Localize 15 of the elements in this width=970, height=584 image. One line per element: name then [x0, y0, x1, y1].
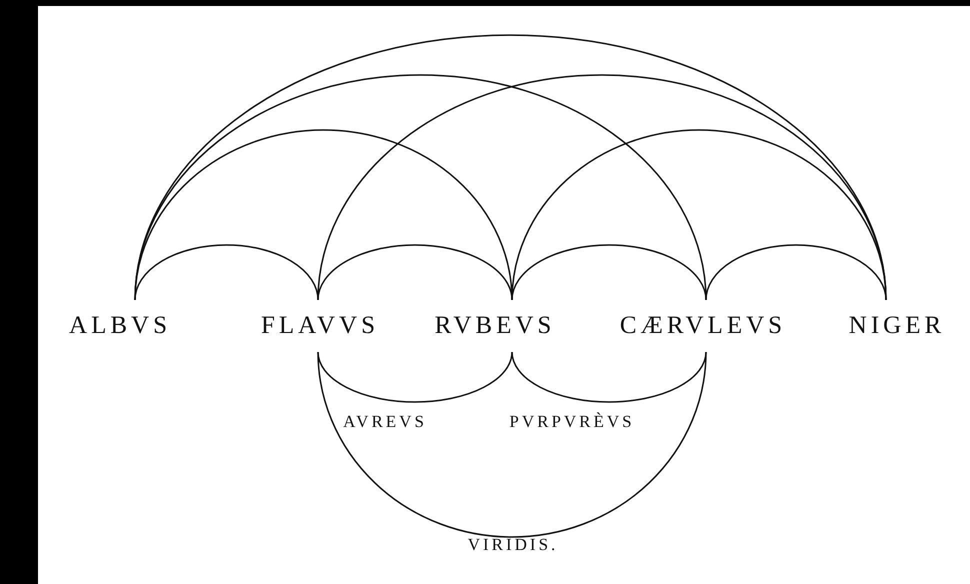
arc-line [511, 244, 707, 300]
arc-line [317, 352, 513, 403]
arc-line [134, 244, 319, 300]
arc-line [511, 352, 707, 403]
color-name: FLAVVS [245, 300, 395, 352]
edge-label: VIRIDIS. [468, 535, 558, 555]
color-name: CÆRVLEVS [598, 300, 808, 352]
arc-line [317, 244, 513, 300]
color-name: RVBEVS [420, 300, 570, 352]
color-name: NIGER [834, 300, 960, 352]
arc-line [317, 352, 707, 538]
edge-label: AVREVS [343, 412, 427, 432]
edge-label: PVRPVRÈVS [509, 412, 635, 432]
color-name: ALBVS [40, 300, 200, 352]
arc-line [705, 244, 887, 300]
